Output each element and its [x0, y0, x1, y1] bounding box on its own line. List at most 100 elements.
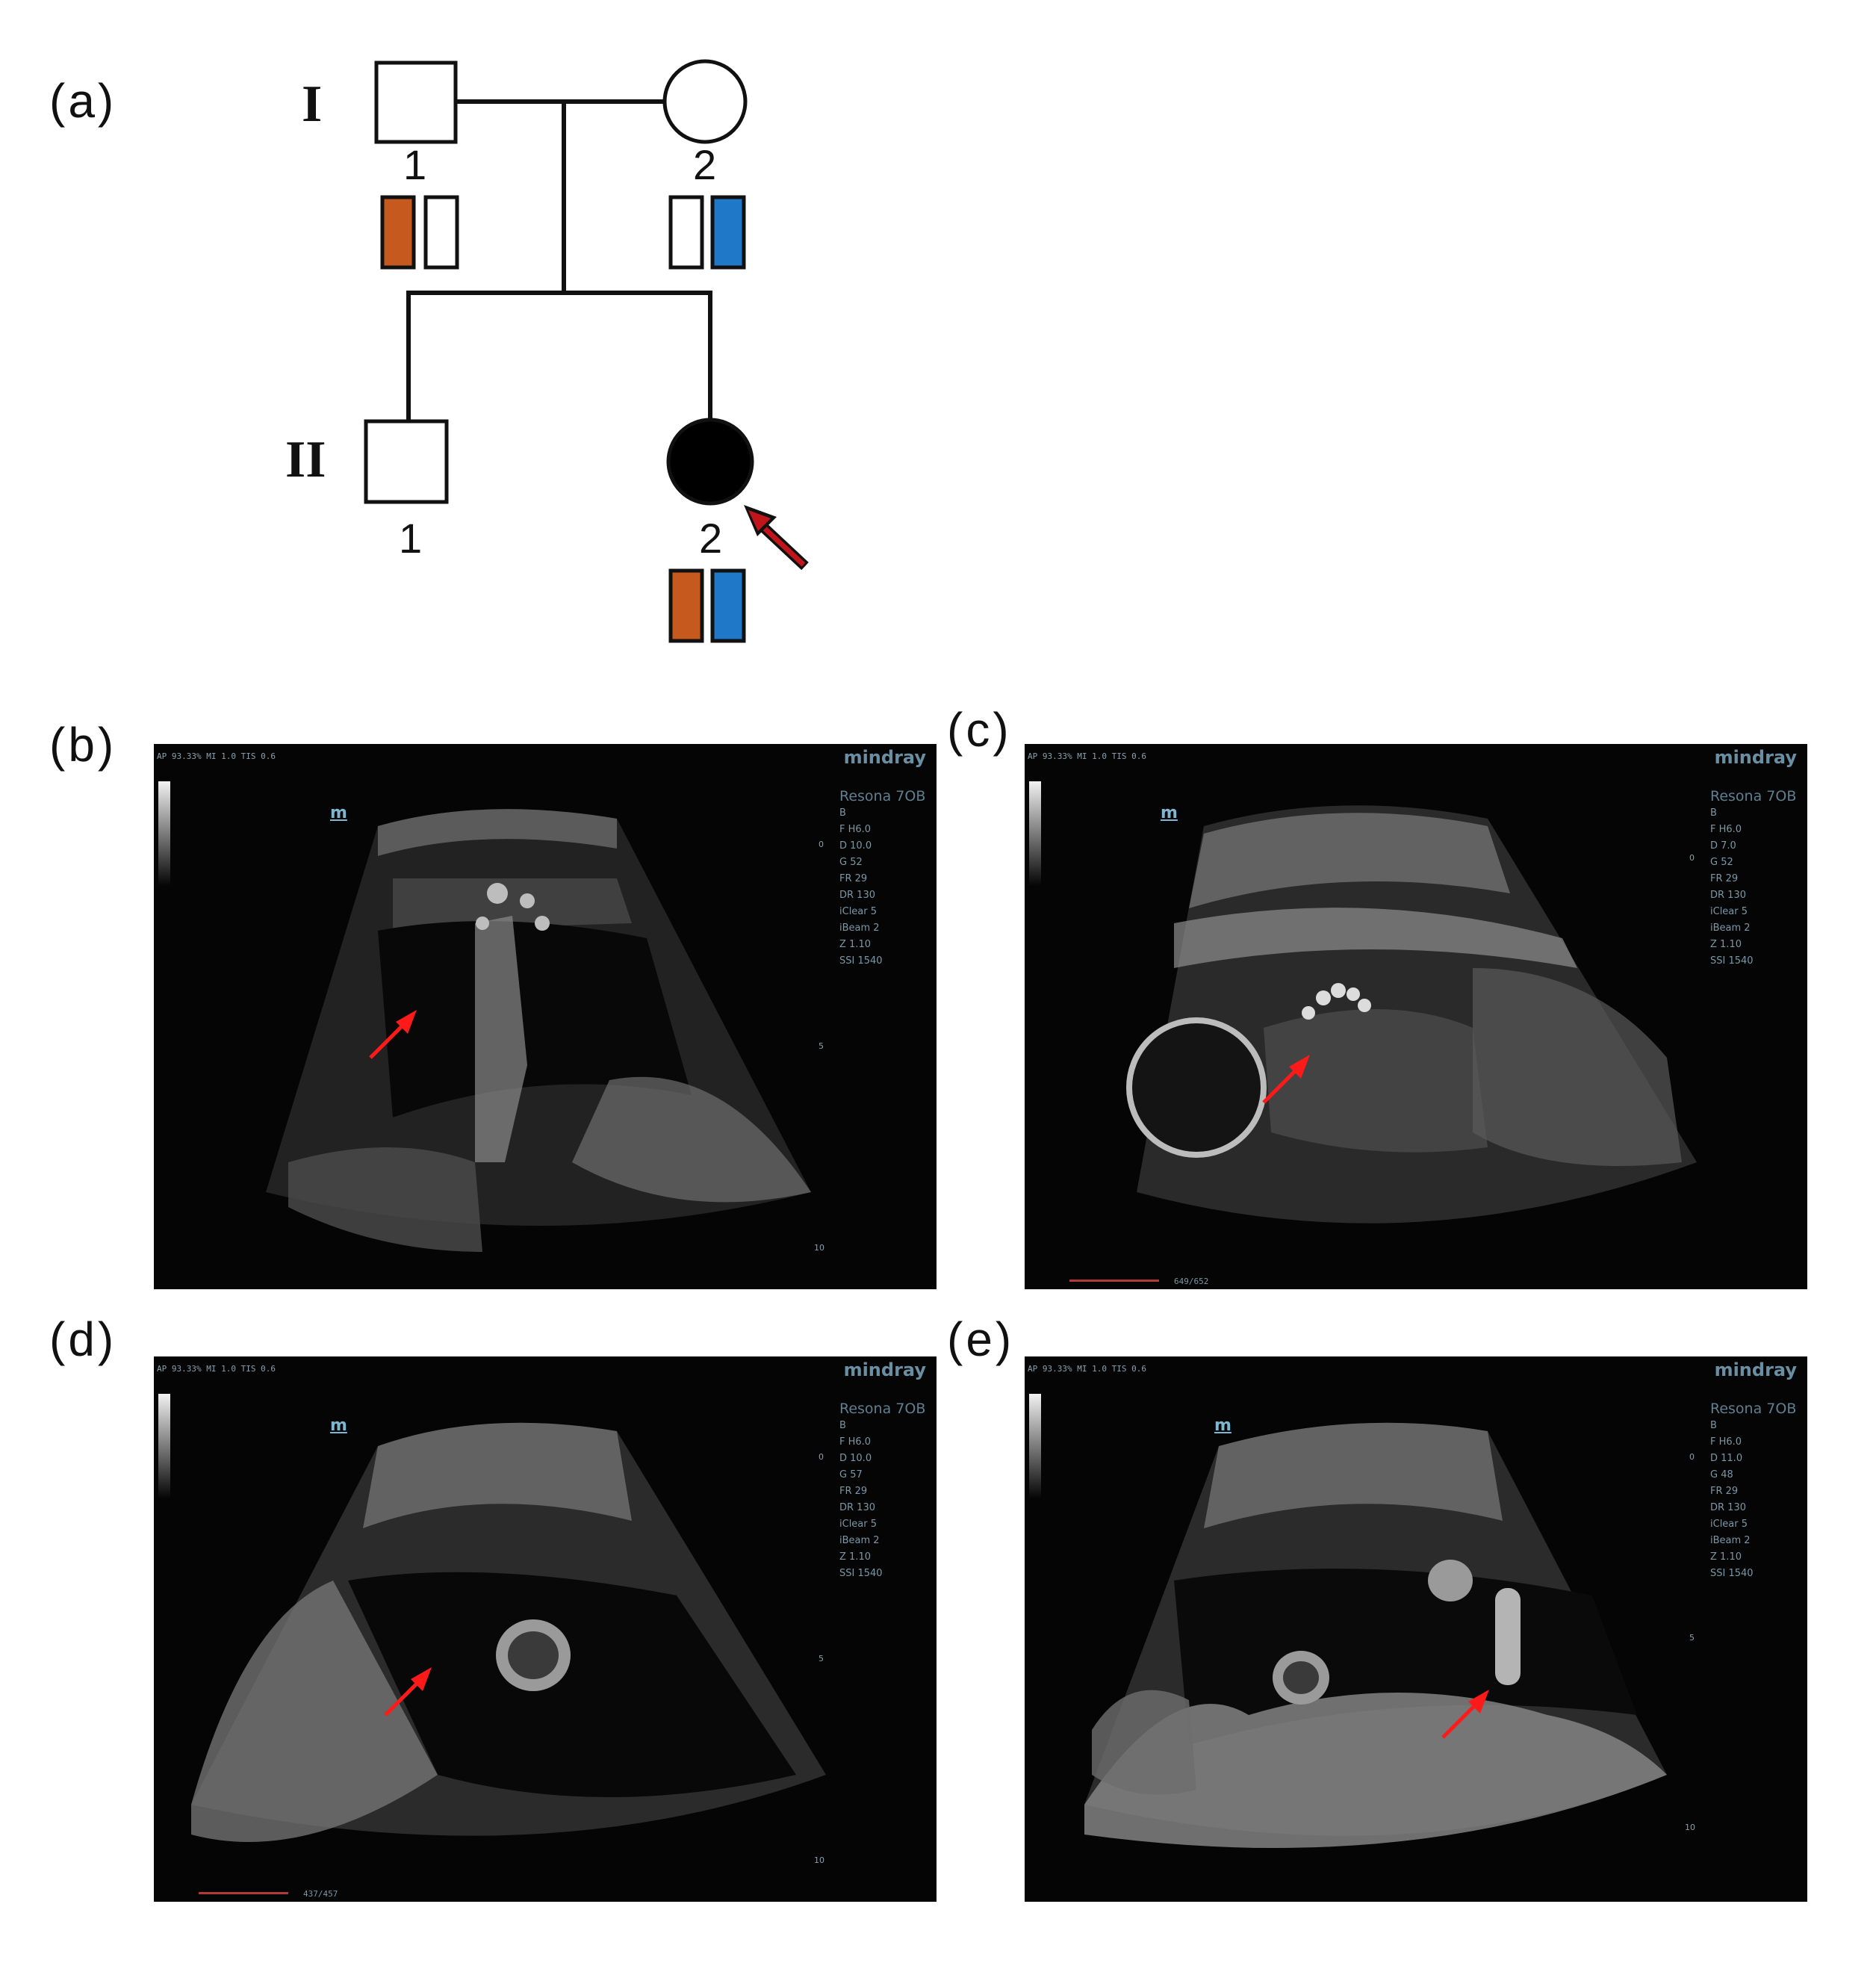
- param-b-0: B: [839, 807, 846, 819]
- param-c-2: D 7.0: [1710, 840, 1736, 852]
- params-b: Resona 7OB B F H6.0 D 10.0 G 52 FR 29 DR…: [839, 787, 929, 970]
- depth-bot-e: 10: [1685, 1823, 1695, 1832]
- param-d-8: Z 1.10: [839, 1551, 871, 1563]
- param-c-9: SSI 1540: [1710, 955, 1754, 967]
- model-name-e: Resona 7OB: [1710, 1401, 1797, 1417]
- depth-top-b: 0: [819, 840, 824, 849]
- param-c-8: Z 1.10: [1710, 939, 1742, 950]
- ultrasound-image-d: [191, 1422, 826, 1842]
- params-e: Resona 7OB B F H6.0 D 11.0 G 48 FR 29 DR…: [1710, 1400, 1800, 1582]
- depth-top-d: 0: [819, 1452, 824, 1462]
- param-c-3: G 52: [1710, 857, 1733, 868]
- param-e-5: DR 130: [1710, 1502, 1746, 1513]
- depth-mid-b: 5: [819, 1041, 824, 1051]
- param-d-0: B: [839, 1420, 846, 1431]
- header-b: AP 93.33% MI 1.0 TIS 0.6: [157, 751, 276, 761]
- depth-bot-b: 10: [814, 1243, 824, 1253]
- bottom-text-d: 437/457: [303, 1889, 338, 1899]
- param-b-3: G 52: [839, 857, 863, 868]
- param-b-1: F H6.0: [839, 824, 872, 835]
- brand-logo-b: mindray: [843, 747, 926, 768]
- ultrasound-image-b: [266, 809, 811, 1252]
- I-1-allele-orange: [380, 195, 416, 270]
- I-2-number: 2: [693, 141, 717, 188]
- II-1-male-symbol: [364, 419, 449, 504]
- depth-mid-d: 5: [819, 1654, 824, 1663]
- ultrasound-panel-e: AP 93.33% MI 1.0 TIS 0.6 mindray m Reson…: [1025, 1356, 1807, 1902]
- panel-label-a: (a): [49, 74, 117, 128]
- param-e-1: F H6.0: [1710, 1436, 1742, 1448]
- param-d-4: FR 29: [839, 1486, 868, 1497]
- I-2-female-symbol: [662, 59, 748, 144]
- bottom-text-c: 649/652: [1174, 1277, 1209, 1286]
- brand-logo-e: mindray: [1714, 1359, 1797, 1380]
- ultrasound-image-c: [1126, 805, 1697, 1224]
- header-d: AP 93.33% MI 1.0 TIS 0.6: [157, 1364, 276, 1374]
- red-arrow-d: [384, 1667, 432, 1717]
- depth-bot-d: 10: [814, 1855, 824, 1865]
- red-arrow-c: [1262, 1055, 1310, 1104]
- grayscale-bar-b: [158, 781, 170, 886]
- ultrasound-panel-d: AP 93.33% MI 1.0 TIS 0.6 mindray m Reson…: [154, 1356, 937, 1902]
- m-logo-d: m: [330, 1416, 347, 1435]
- m-logo-e: m: [1214, 1416, 1231, 1435]
- brand-logo-c: mindray: [1714, 747, 1797, 768]
- depth-top-e: 0: [1689, 1452, 1695, 1462]
- param-c-4: FR 29: [1710, 873, 1739, 884]
- param-e-6: iClear 5: [1710, 1519, 1748, 1530]
- panel-label-b: (b): [49, 718, 117, 772]
- param-d-2: D 10.0: [839, 1453, 872, 1464]
- II-1-number: 1: [399, 515, 423, 562]
- param-b-7: iBeam 2: [839, 922, 880, 934]
- I-1-male-symbol: [374, 61, 458, 144]
- param-e-0: B: [1710, 1420, 1717, 1431]
- ultrasound-panel-b: AP 93.33% MI 1.0 TIS 0.6 mindray m Reson…: [154, 744, 937, 1289]
- II-2-affected-female-symbol: [666, 418, 754, 506]
- I-2-allele-blue: [710, 195, 746, 270]
- param-c-7: iBeam 2: [1710, 922, 1751, 934]
- proband-arrow: [744, 505, 809, 571]
- param-d-7: iBeam 2: [839, 1535, 880, 1546]
- ultrasound-image-e: [1084, 1422, 1667, 1848]
- param-c-1: F H6.0: [1710, 824, 1742, 835]
- I-2-allele-empty: [668, 195, 704, 270]
- II-2-number: 2: [699, 515, 723, 562]
- m-logo-b: m: [330, 804, 347, 822]
- I-1-allele-empty: [423, 195, 459, 270]
- param-d-5: DR 130: [839, 1502, 875, 1513]
- param-b-2: D 10.0: [839, 840, 872, 852]
- red-arrow-b: [369, 1010, 417, 1059]
- params-d: Resona 7OB B F H6.0 D 10.0 G 57 FR 29 DR…: [839, 1400, 929, 1582]
- depth-top-c: 0: [1689, 853, 1695, 863]
- param-e-4: FR 29: [1710, 1486, 1739, 1497]
- m-logo-c: m: [1161, 804, 1178, 822]
- param-d-9: SSI 1540: [839, 1568, 883, 1579]
- ultrasound-panel-c: AP 93.33% MI 1.0 TIS 0.6 mindray m Reson…: [1025, 744, 1807, 1289]
- header-c: AP 93.33% MI 1.0 TIS 0.6: [1028, 751, 1146, 761]
- generation-label-II: II: [285, 431, 326, 489]
- depth-mid-e: 5: [1689, 1633, 1695, 1643]
- model-name-b: Resona 7OB: [839, 788, 926, 804]
- model-name-d: Resona 7OB: [839, 1401, 926, 1417]
- param-b-5: DR 130: [839, 890, 875, 901]
- panel-label-d: (d): [49, 1312, 117, 1366]
- model-name-c: Resona 7OB: [1710, 788, 1797, 804]
- param-e-3: G 48: [1710, 1469, 1733, 1480]
- param-d-6: iClear 5: [839, 1519, 878, 1530]
- param-c-6: iClear 5: [1710, 906, 1748, 917]
- brand-logo-d: mindray: [843, 1359, 926, 1380]
- II-2-allele-blue: [710, 568, 746, 643]
- param-e-2: D 11.0: [1710, 1453, 1743, 1464]
- param-d-3: G 57: [839, 1469, 863, 1480]
- param-b-4: FR 29: [839, 873, 868, 884]
- bottom-bar-c: [1069, 1280, 1159, 1282]
- grayscale-bar-c: [1029, 781, 1041, 886]
- param-e-8: Z 1.10: [1710, 1551, 1742, 1563]
- param-c-5: DR 130: [1710, 890, 1746, 901]
- II-2-allele-orange: [668, 568, 704, 643]
- panel-label-e: (e): [947, 1312, 1015, 1366]
- param-b-8: Z 1.10: [839, 939, 871, 950]
- param-c-0: B: [1710, 807, 1717, 819]
- params-c: Resona 7OB B F H6.0 D 7.0 G 52 FR 29 DR …: [1710, 787, 1800, 970]
- param-b-6: iClear 5: [839, 906, 878, 917]
